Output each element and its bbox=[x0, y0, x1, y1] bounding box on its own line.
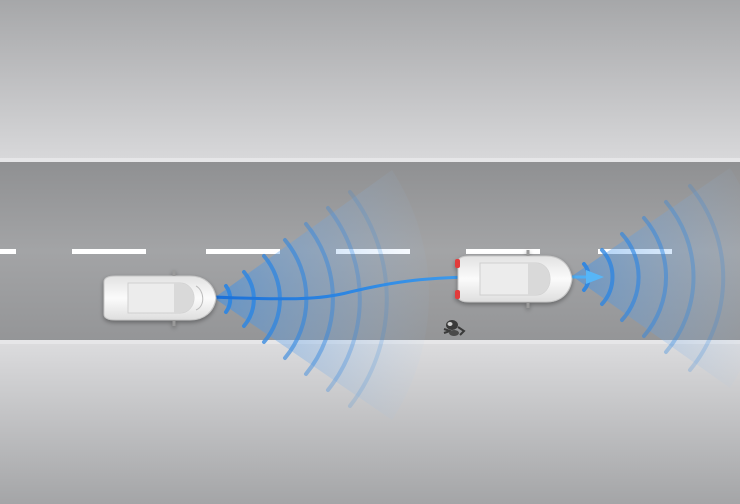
arrow-right-icon bbox=[586, 270, 604, 284]
ground-top bbox=[0, 0, 740, 160]
ego-car bbox=[103, 270, 217, 326]
lead-car bbox=[455, 250, 573, 308]
pedestrian-icon bbox=[443, 320, 466, 336]
trajectory-path bbox=[211, 275, 588, 301]
lead-radar-cone bbox=[572, 168, 740, 388]
brake-light-right bbox=[455, 290, 460, 299]
road-edge-top bbox=[0, 158, 740, 162]
brake-light-left bbox=[455, 259, 460, 268]
